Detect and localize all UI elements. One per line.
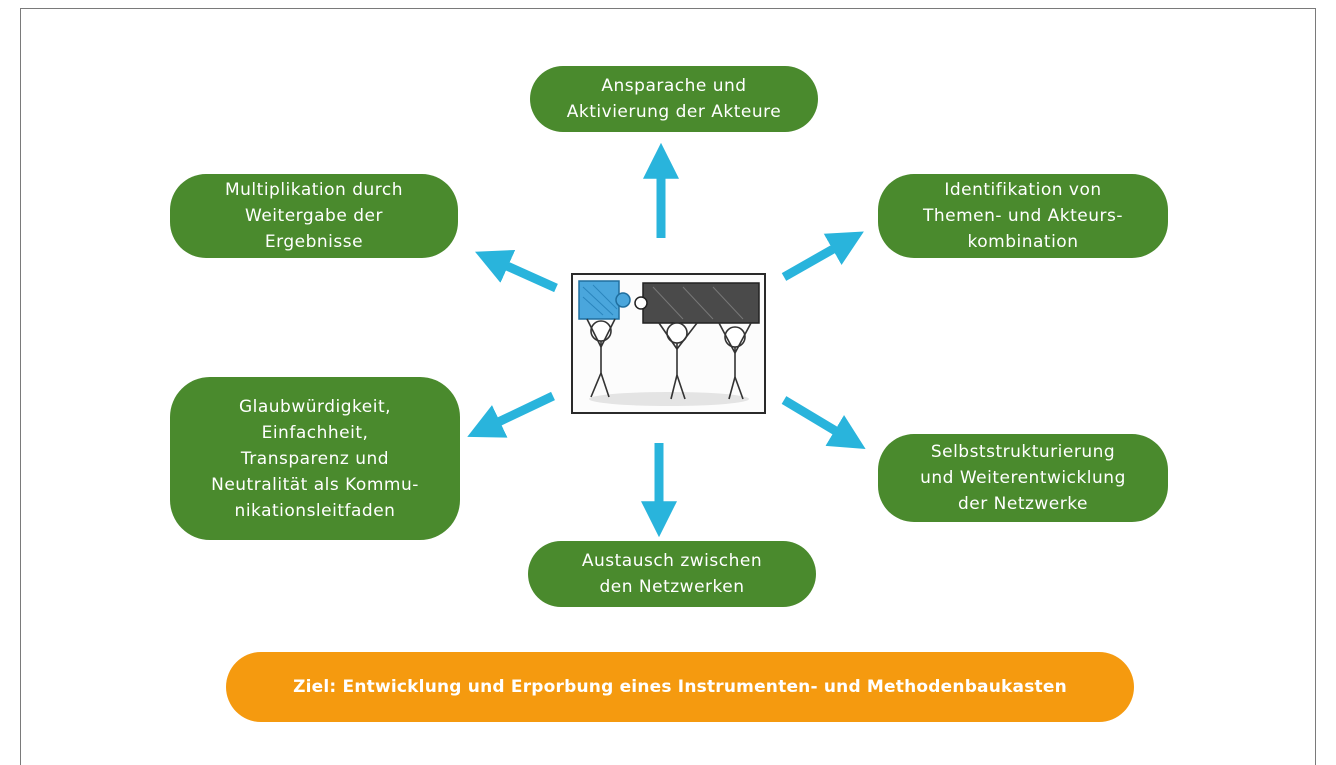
arrow-up-left: [475, 249, 558, 293]
arrow-down-left: [467, 391, 555, 438]
arrow-up-right: [781, 231, 864, 281]
node-multiplication: Multiplikation durch Weitergabe der Erge…: [170, 174, 458, 258]
blue-puzzle-piece-icon: [578, 280, 631, 320]
stick-figure-middle-icon: [658, 322, 698, 400]
node-communication-guideline: Glaubwürdigkeit, Einfachheit, Transparen…: [170, 377, 460, 540]
node-activation: Ansparache und Aktivierung der Akteure: [530, 66, 818, 132]
stick-figure-right-icon: [718, 322, 752, 400]
dark-puzzle-piece-icon: [634, 282, 760, 324]
puzzle-teamwork-illustration: [571, 273, 766, 414]
stick-figure-left-icon: [586, 318, 616, 398]
diagram-frame: [20, 8, 1316, 765]
goal-banner: Ziel: Entwicklung und Erporbung eines In…: [226, 652, 1134, 722]
node-exchange: Austausch zwischen den Netzwerken: [528, 541, 816, 607]
node-self-structuring: Selbststrukturierung und Weiterentwicklu…: [878, 434, 1168, 522]
node-identification: Identifikation von Themen- und Akteurs- …: [878, 174, 1168, 258]
arrow-down-right: [781, 396, 866, 449]
